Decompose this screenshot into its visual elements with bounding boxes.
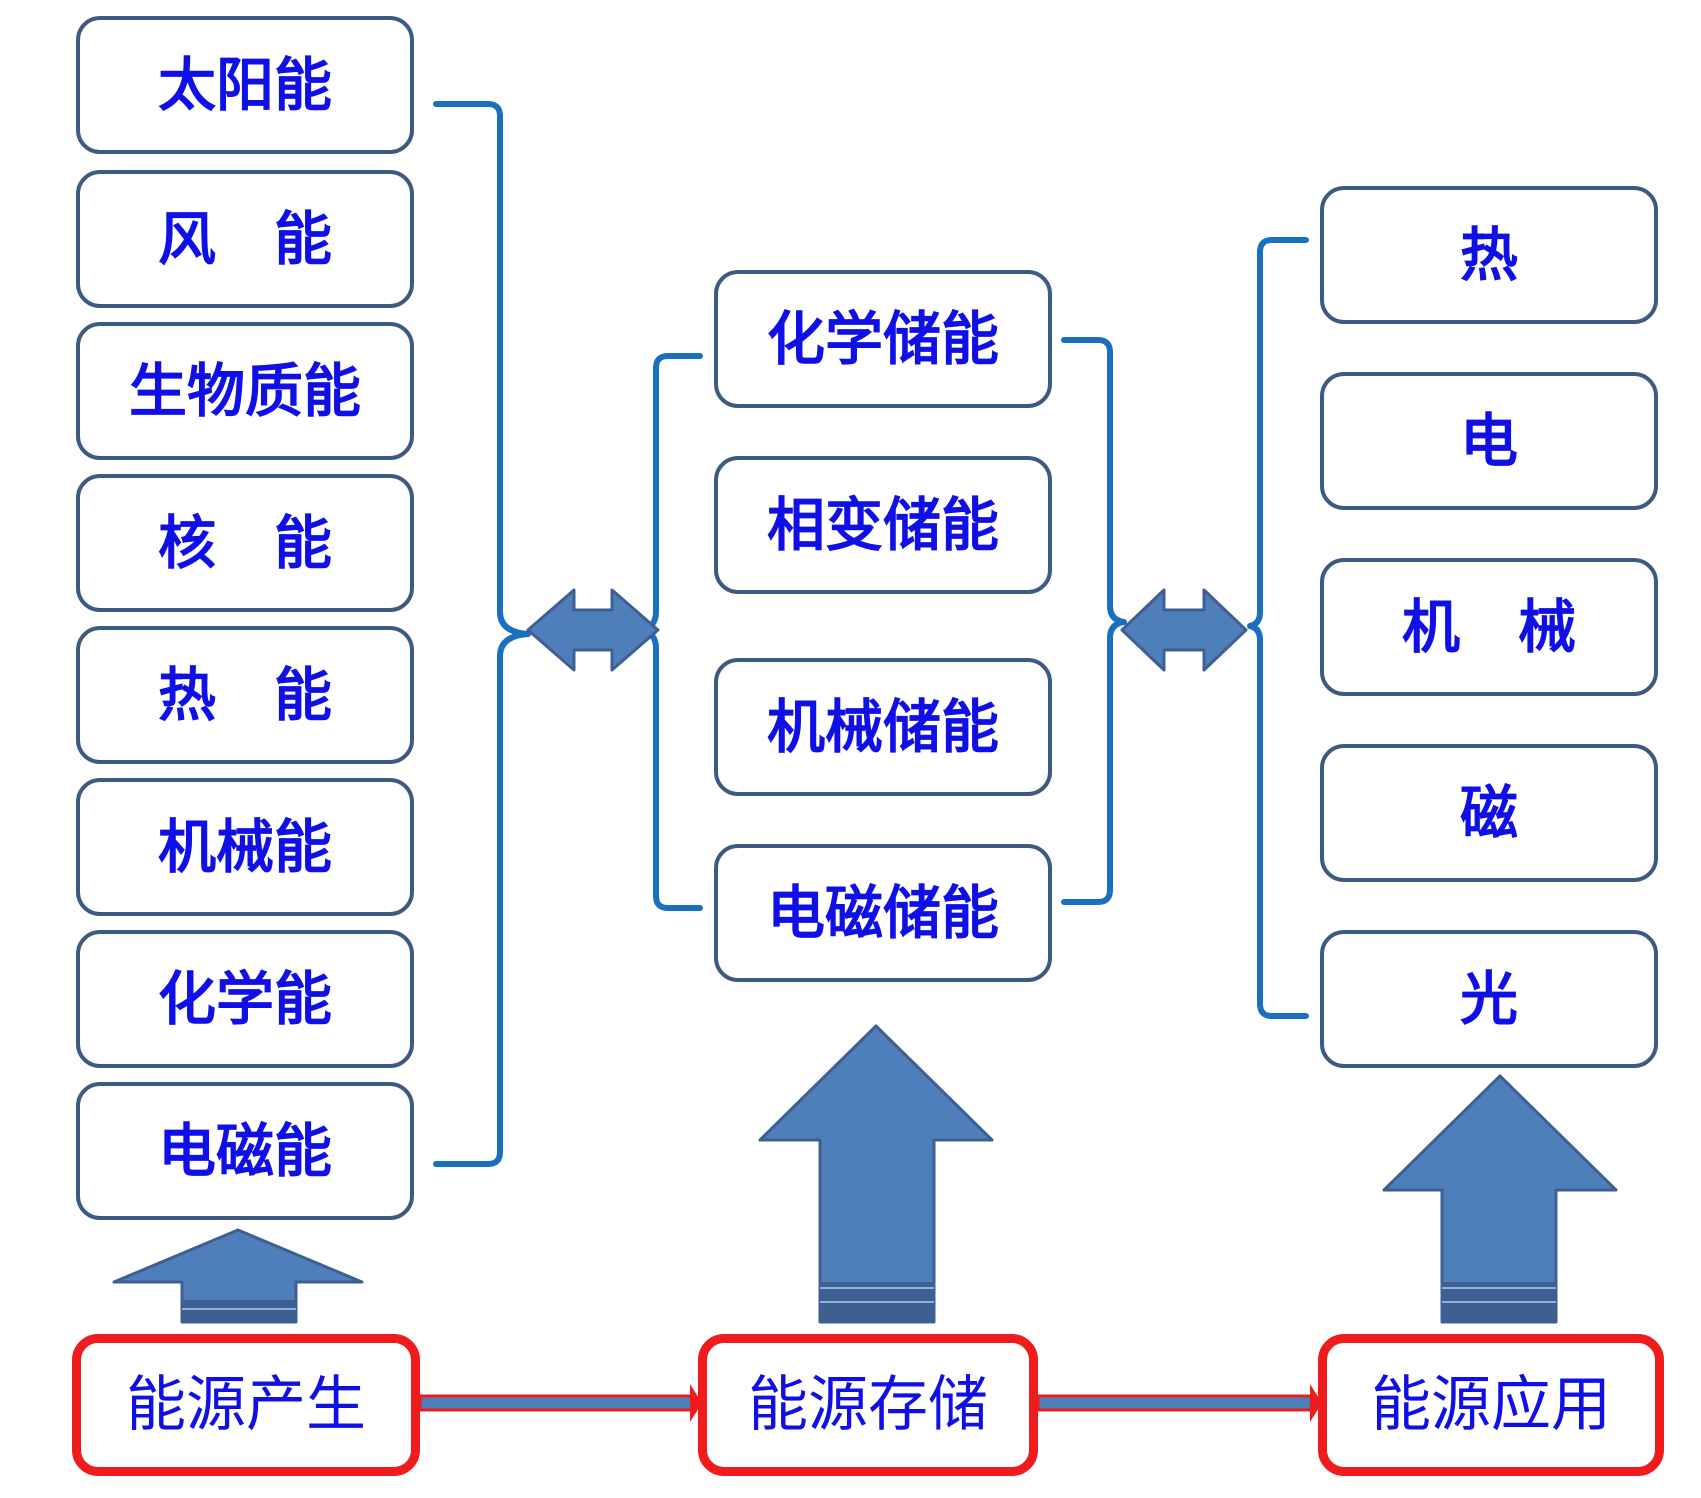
stage-storage: 能源存储: [698, 1334, 1038, 1476]
double-arrow-icon: [526, 588, 660, 672]
source-chemical: 化学能: [76, 930, 414, 1068]
up-arrow-icon: [112, 1228, 364, 1324]
application-magnetism: 磁: [1320, 744, 1658, 882]
application-electricity: 电: [1320, 372, 1658, 510]
up-arrow-icon: [1382, 1074, 1618, 1324]
source-mechanical: 机械能: [76, 778, 414, 916]
right-arrow-icon: [418, 1384, 702, 1422]
source-thermal: 热 能: [76, 626, 414, 764]
storage-left-bracket: [637, 353, 703, 911]
storage-electromagnetic: 电磁储能: [714, 844, 1052, 982]
source-biomass: 生物质能: [76, 322, 414, 460]
storage-phase-change: 相变储能: [714, 456, 1052, 594]
storage-right-bracket: [1061, 337, 1127, 905]
source-wind: 风 能: [76, 170, 414, 308]
application-bracket: [1247, 237, 1309, 1019]
up-arrow-icon: [758, 1024, 994, 1324]
stage-application: 能源应用: [1318, 1334, 1664, 1476]
application-mechanical: 机 械: [1320, 558, 1658, 696]
source-nuclear: 核 能: [76, 474, 414, 612]
source-solar: 太阳能: [76, 16, 414, 154]
application-light: 光: [1320, 930, 1658, 1068]
storage-chemical: 化学储能: [714, 270, 1052, 408]
double-arrow-icon: [1120, 588, 1248, 672]
storage-mechanical: 机械储能: [714, 658, 1052, 796]
source-bracket: [433, 101, 531, 1167]
source-electromagnetic: 电磁能: [76, 1082, 414, 1220]
right-arrow-icon: [1036, 1384, 1322, 1422]
stage-production: 能源产生: [72, 1334, 420, 1476]
application-heat: 热: [1320, 186, 1658, 324]
